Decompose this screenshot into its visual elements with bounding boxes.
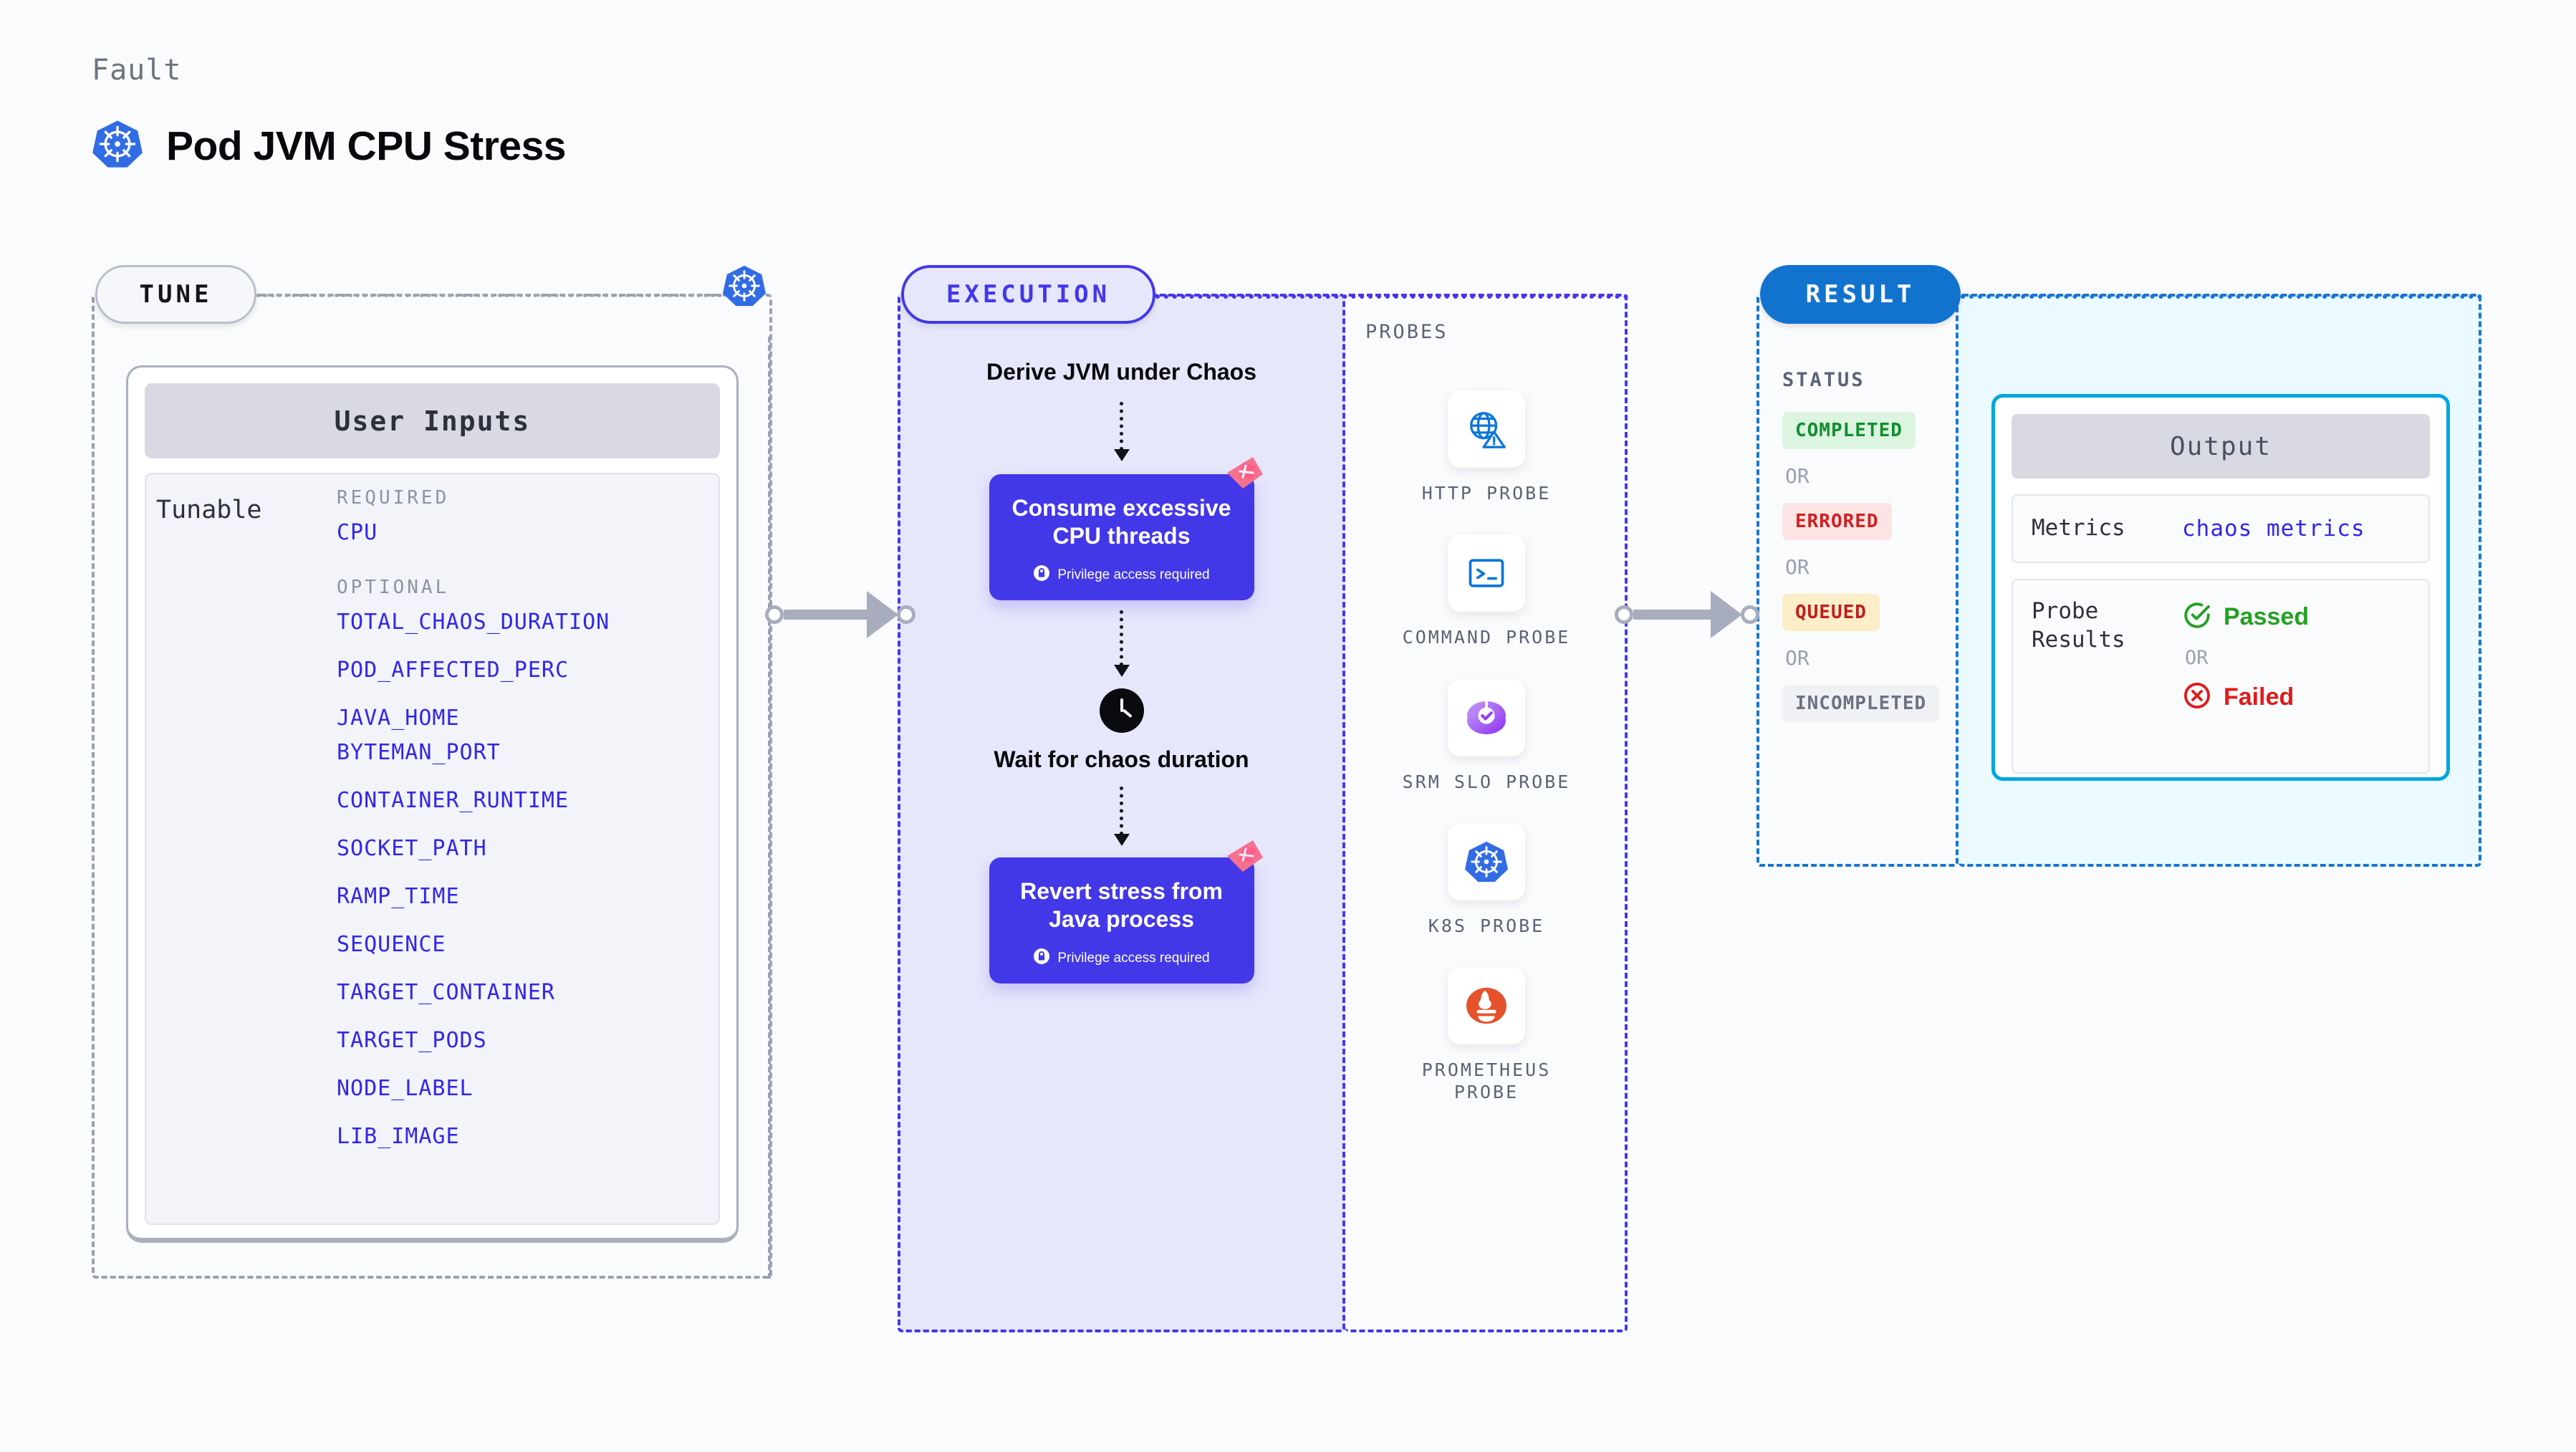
execution-phase-pill[interactable]: EXECUTION bbox=[901, 265, 1155, 324]
output-result-passed-label: Passed bbox=[2224, 603, 2310, 630]
probe-prometheus-label: PROMETHEUS PROBE bbox=[1421, 1059, 1552, 1103]
lock-icon bbox=[1033, 564, 1050, 586]
execution-step-wait: Wait for chaos duration bbox=[994, 746, 1249, 773]
execution-leader-line bbox=[1155, 294, 1628, 299]
param-byteman-port[interactable]: BYTEMAN_PORT bbox=[337, 740, 501, 765]
status-or-2: OR bbox=[1785, 555, 1810, 579]
output-result-or: OR bbox=[2185, 647, 2209, 669]
litmus-chaos-badge-icon bbox=[1221, 456, 1267, 497]
status-badge-incompleted[interactable]: INCOMPLETED bbox=[1782, 685, 1940, 722]
param-cpu[interactable]: CPU bbox=[337, 520, 378, 545]
probe-command-label: COMMAND PROBE bbox=[1402, 627, 1571, 648]
output-probe-results-values: Passed OR Failed bbox=[2182, 597, 2309, 714]
param-lib-image[interactable]: LIB_IMAGE bbox=[337, 1124, 460, 1149]
kubernetes-icon bbox=[722, 264, 766, 312]
execution-flow: Derive JVM under Chaos Consume excessive… bbox=[898, 358, 1345, 984]
connector-end-knob bbox=[897, 605, 915, 624]
param-java-home[interactable]: JAVA_HOME bbox=[337, 706, 460, 731]
execution-step-consume-box[interactable]: Consume excessive CPU threads Privilege … bbox=[989, 457, 1263, 601]
tune-phase-pill[interactable]: TUNE bbox=[95, 265, 256, 324]
status-options: COMPLETED OR ERRORED OR QUEUED OR INCOMP… bbox=[1782, 412, 1961, 722]
probe-prometheus[interactable]: PROMETHEUS PROBE bbox=[1400, 967, 1572, 1104]
execution-step-revert-title: Revert stress from Java process bbox=[1020, 878, 1223, 933]
output-metrics-row: Metrics chaos metrics bbox=[2012, 494, 2430, 563]
status-badge-queued[interactable]: QUEUED bbox=[1782, 594, 1880, 631]
param-container-runtime[interactable]: CONTAINER_RUNTIME bbox=[337, 788, 569, 813]
kubernetes-icon bbox=[92, 118, 143, 173]
kubernetes-icon bbox=[1448, 822, 1525, 900]
fault-title-row: Pod JVM CPU Stress bbox=[92, 118, 567, 173]
probe-k8s[interactable]: K8S PROBE bbox=[1428, 822, 1545, 937]
execution-step-consume-title: Consume excessive CPU threads bbox=[1011, 495, 1231, 549]
connector-end-knob bbox=[1741, 605, 1759, 624]
result-leader-line bbox=[1961, 294, 2482, 299]
output-probe-results-row: Probe Results Passed OR bbox=[2012, 579, 2430, 774]
output-result-failed-label: Failed bbox=[2224, 683, 2294, 711]
param-target-pods[interactable]: TARGET_PODS bbox=[337, 1028, 487, 1053]
param-pod-affected-perc[interactable]: POD_AFFECTED_PERC bbox=[337, 658, 569, 683]
page-title: Pod JVM CPU Stress bbox=[166, 122, 567, 169]
status-label: STATUS bbox=[1782, 369, 1865, 391]
param-node-label[interactable]: NODE_LABEL bbox=[337, 1076, 474, 1101]
probe-k8s-label: K8S PROBE bbox=[1428, 915, 1545, 936]
execution-step-revert-note: Privilege access required bbox=[1057, 951, 1210, 966]
param-target-container[interactable]: TARGET_CONTAINER bbox=[337, 980, 555, 1005]
clock-icon bbox=[1099, 688, 1144, 734]
output-metrics-value[interactable]: chaos metrics bbox=[2182, 516, 2365, 542]
probe-srm-slo[interactable]: SRM SLO PROBE bbox=[1402, 678, 1571, 793]
param-group-optional-heading: OPTIONAL bbox=[337, 577, 450, 598]
user-inputs-title: User Inputs bbox=[145, 383, 720, 458]
param-group-required-heading: REQUIRED bbox=[337, 487, 450, 509]
output-probe-results-key: Probe Results bbox=[2032, 598, 2125, 653]
param-socket-path[interactable]: SOCKET_PATH bbox=[337, 836, 487, 861]
status-badge-errored[interactable]: ERRORED bbox=[1782, 503, 1892, 540]
tunable-label: Tunable bbox=[156, 496, 262, 524]
flow-arrow-3 bbox=[1113, 787, 1130, 847]
param-sequence[interactable]: SEQUENCE bbox=[337, 932, 446, 957]
output-result-passed: Passed bbox=[2182, 600, 2309, 634]
execution-step-revert-box[interactable]: Revert stress from Java process Privileg… bbox=[989, 840, 1263, 984]
execution-step-revert-note-row: Privilege access required bbox=[1004, 948, 1240, 969]
flow-arrow-1 bbox=[1113, 402, 1130, 462]
terminal-icon bbox=[1447, 534, 1525, 612]
execution-step-derive: Derive JVM under Chaos bbox=[986, 359, 1256, 385]
param-ramp-time[interactable]: RAMP_TIME bbox=[337, 884, 460, 909]
connector-tune-to-execution bbox=[765, 591, 915, 638]
execution-step-consume-note: Privilege access required bbox=[1057, 567, 1210, 583]
status-or-3: OR bbox=[1785, 646, 1810, 670]
user-inputs-body bbox=[145, 473, 720, 1225]
result-phase-pill[interactable]: RESULT bbox=[1760, 265, 1961, 324]
probe-srm-slo-label: SRM SLO PROBE bbox=[1402, 771, 1571, 792]
connector-start-knob bbox=[1615, 605, 1633, 624]
globe-warning-icon bbox=[1447, 390, 1525, 468]
output-title: Output bbox=[2012, 414, 2430, 479]
prometheus-icon bbox=[1448, 967, 1525, 1044]
result-phase-panel bbox=[1756, 294, 1959, 867]
connector-start-knob bbox=[765, 605, 784, 624]
output-result-failed: Failed bbox=[2182, 681, 2309, 714]
fault-eyebrow: Fault bbox=[92, 54, 182, 87]
status-or-1: OR bbox=[1785, 464, 1810, 488]
litmus-chaos-badge-icon bbox=[1221, 839, 1267, 880]
srm-slo-icon bbox=[1447, 678, 1525, 756]
tune-right-divider bbox=[768, 337, 771, 1279]
probe-http[interactable]: HTTP PROBE bbox=[1422, 390, 1552, 504]
check-circle-icon bbox=[2182, 600, 2212, 634]
status-badge-completed[interactable]: COMPLETED bbox=[1782, 412, 1916, 449]
probe-http-label: HTTP PROBE bbox=[1421, 483, 1552, 504]
connector-execution-to-result bbox=[1615, 591, 1759, 638]
probes-list: HTTP PROBE COMMAND PROBE bbox=[1345, 390, 1628, 1104]
lock-icon bbox=[1033, 948, 1050, 969]
flow-arrow-2 bbox=[1113, 610, 1130, 678]
probes-section-label: PROBES bbox=[1365, 321, 1448, 343]
tune-leader-line bbox=[256, 294, 729, 297]
output-metrics-key: Metrics bbox=[2032, 515, 2125, 542]
probe-command[interactable]: COMMAND PROBE bbox=[1403, 534, 1571, 648]
tunable-parameter-list: REQUIRED CPU OPTIONAL TOTAL_CHAOS_DURATI… bbox=[337, 487, 709, 1174]
execution-step-consume-note-row: Privilege access required bbox=[1004, 564, 1240, 586]
x-circle-icon bbox=[2182, 681, 2212, 714]
param-total-chaos-duration[interactable]: TOTAL_CHAOS_DURATION bbox=[337, 610, 610, 635]
